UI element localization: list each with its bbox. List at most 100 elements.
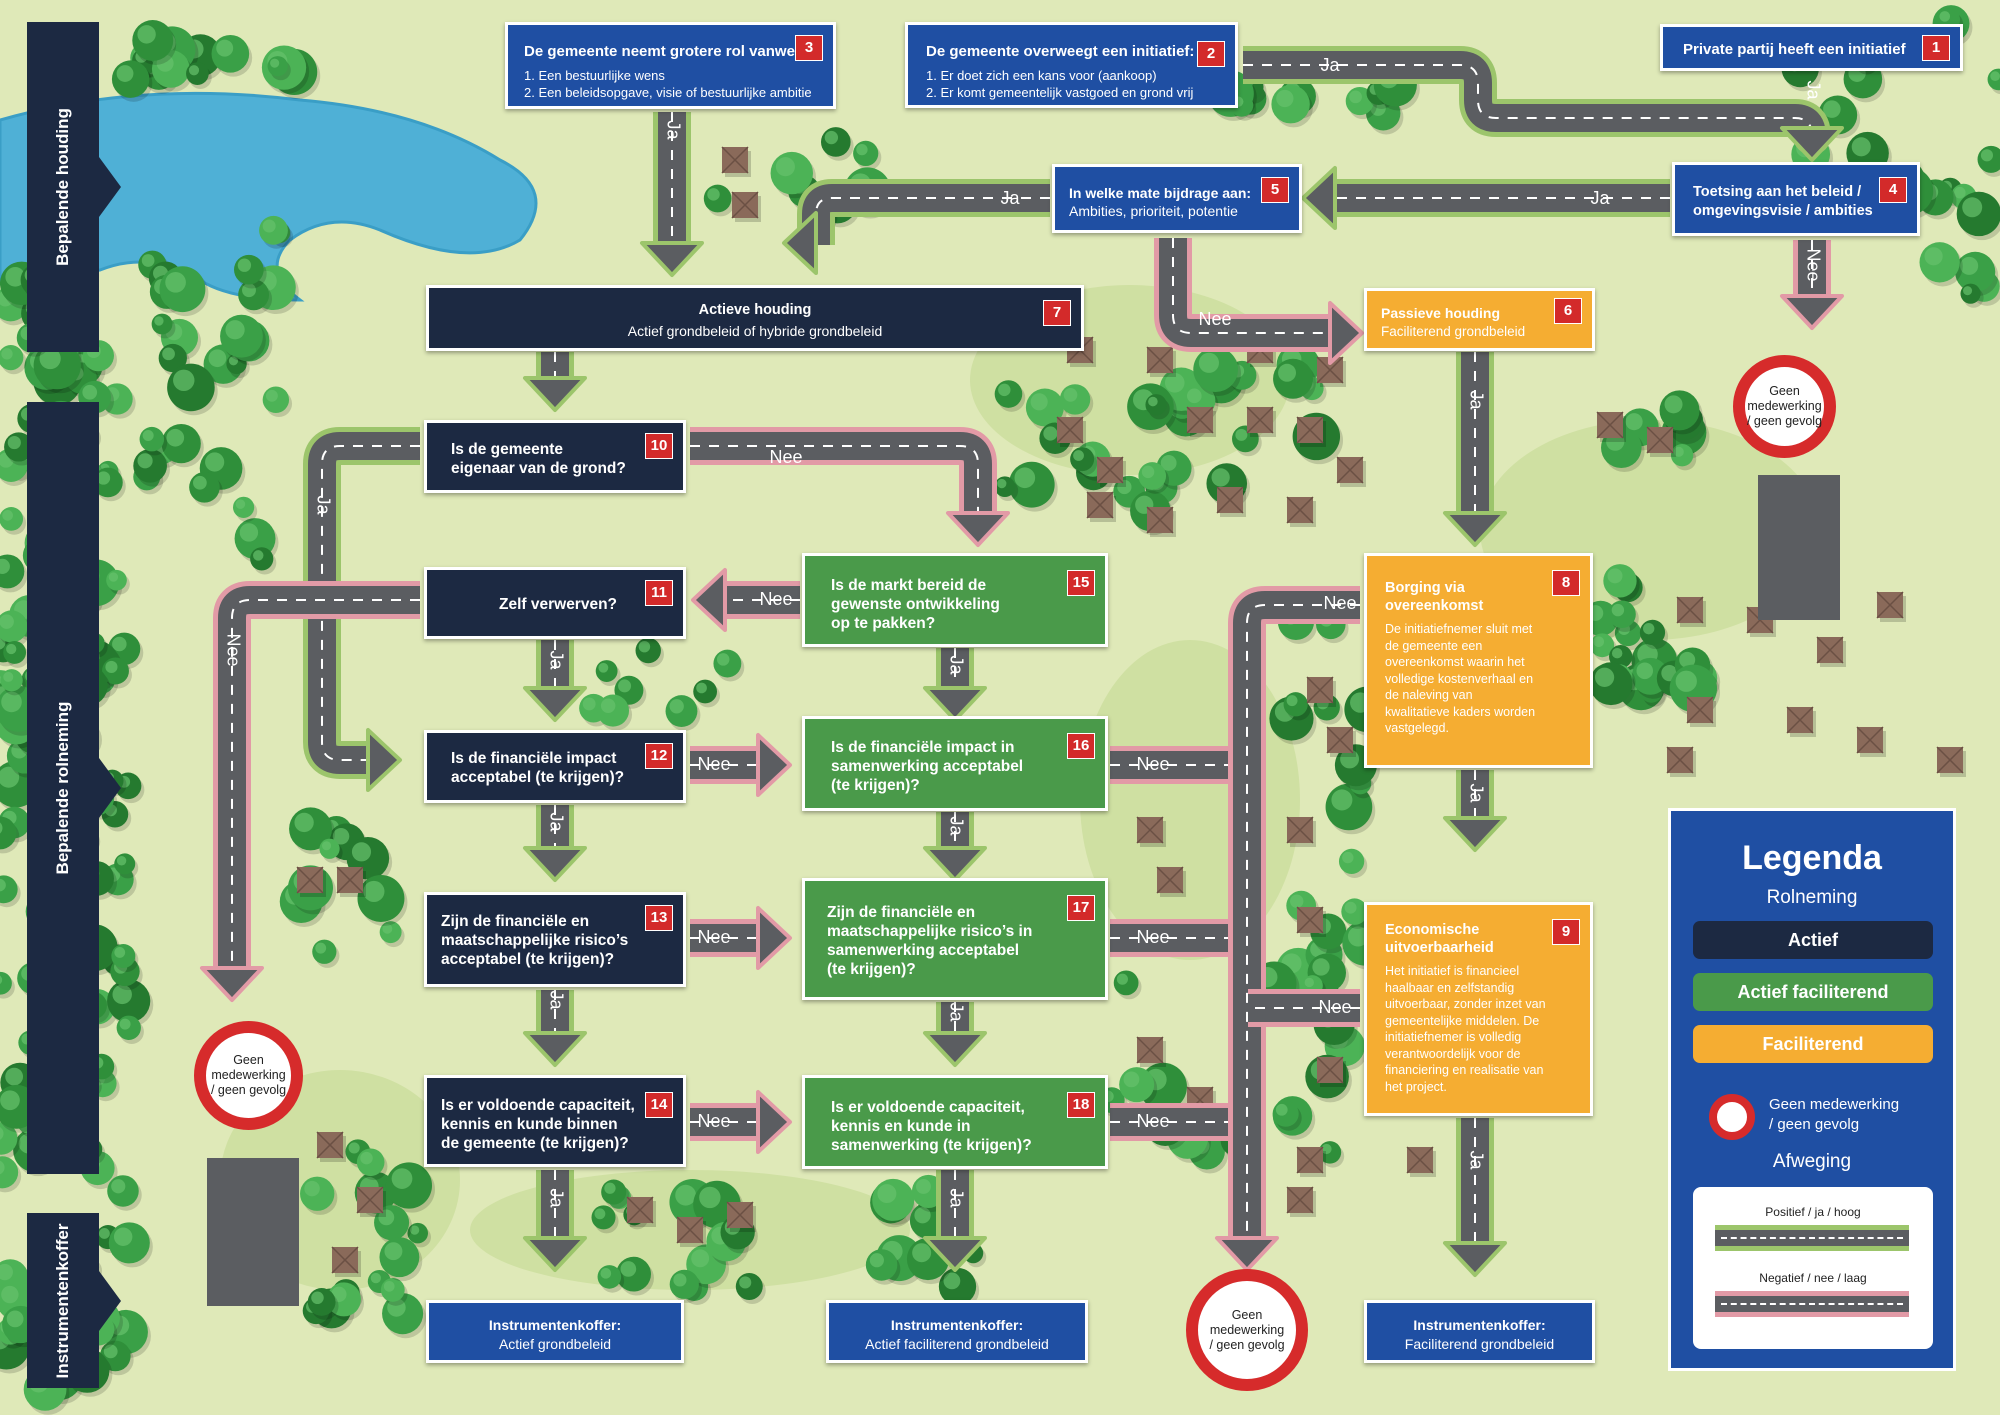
legend-title: Legenda bbox=[1742, 839, 1882, 877]
svg-text:Nee: Nee bbox=[697, 1111, 730, 1131]
toolkit-facilitating: Instrumentenkoffer: Faciliterend grondbe… bbox=[1364, 1300, 1595, 1363]
box-4-title-line-2: omgevingsvisie / ambities bbox=[1693, 203, 1873, 219]
svg-text:Nee: Nee bbox=[1198, 309, 1231, 329]
box-18-number: 18 bbox=[1067, 1092, 1095, 1118]
box-4-policy-test: Toetsing aan het beleid / omgevingsvisie… bbox=[1672, 162, 1920, 236]
toolkit-active-title: Instrumentenkoffer: bbox=[488, 1317, 622, 1333]
svg-text:Nee: Nee bbox=[769, 447, 802, 467]
box-3-number: 3 bbox=[795, 35, 823, 61]
legend-road-key: Positief / ja / hoog Negatief / nee / la… bbox=[1693, 1187, 1933, 1349]
legend-stop-icon bbox=[1709, 1094, 1755, 1140]
svg-text:Nee: Nee bbox=[1136, 927, 1169, 947]
svg-text:Nee: Nee bbox=[223, 633, 243, 666]
legend-subtitle: Rolneming bbox=[1766, 887, 1858, 908]
svg-text:Ja: Ja bbox=[946, 1002, 966, 1022]
legend-positive-road bbox=[1715, 1225, 1909, 1251]
box-9-title-line-2: uitvoerbaarheid bbox=[1385, 940, 1494, 956]
svg-text:Ja: Ja bbox=[1466, 1150, 1486, 1170]
toolkit-active-facilitating: Instrumentenkoffer: Actief faciliterend … bbox=[826, 1300, 1088, 1363]
box-14-capacity: Is er voldoende capaciteit,kennis en kun… bbox=[424, 1075, 686, 1167]
toolkit-active-facilitating-title: Instrumentenkoffer: bbox=[890, 1317, 1024, 1333]
svg-text:Ja: Ja bbox=[946, 655, 966, 675]
box-2-municipality-considers: De gemeente overweegt een initiatief: 1.… bbox=[905, 22, 1238, 108]
box-10-number: 10 bbox=[645, 433, 673, 459]
svg-text:Ja: Ja bbox=[1803, 80, 1823, 100]
legend-negative-label: Negatief / nee / laag bbox=[1759, 1271, 1867, 1285]
box-11-acquire-self: Zelf verwerven? 11 bbox=[424, 567, 686, 639]
svg-text:Ja: Ja bbox=[1590, 188, 1610, 208]
parking-lot-left bbox=[207, 1158, 299, 1306]
box-7-number: 7 bbox=[1043, 300, 1071, 326]
box-12-number: 12 bbox=[645, 743, 673, 769]
legend-role-active-facilitating: Actief faciliterend bbox=[1693, 973, 1933, 1011]
box-3-title: De gemeente neemt grotere rol vanwege: bbox=[524, 43, 818, 60]
svg-text:Ja: Ja bbox=[663, 120, 683, 140]
box-2-number: 2 bbox=[1197, 41, 1225, 67]
box-7-subtitle: Actief grondbeleid of hybride grondbelei… bbox=[627, 323, 883, 339]
svg-text:Nee: Nee bbox=[759, 589, 792, 609]
box-17-number: 17 bbox=[1067, 895, 1095, 921]
box-2-item-2: 2. Er komt gemeentelijk vastgoed en gron… bbox=[926, 85, 1194, 100]
svg-text:Ja: Ja bbox=[946, 1188, 966, 1208]
svg-text:Nee: Nee bbox=[1318, 997, 1351, 1017]
box-6-title: Passieve houding bbox=[1381, 305, 1501, 321]
box-8-number: 8 bbox=[1552, 570, 1580, 596]
toolkit-facilitating-title: Instrumentenkoffer: bbox=[1413, 1317, 1546, 1333]
legend-positive-label: Positief / ja / hoog bbox=[1765, 1205, 1861, 1219]
box-6-passive-attitude: Passieve houding Faciliterend grondbelei… bbox=[1364, 288, 1595, 351]
box-4-title-line-1: Toetsing aan het beleid / bbox=[1693, 184, 1862, 200]
box-2-item-1: 1. Er doet zich een kans voor (aankoop) bbox=[926, 68, 1157, 83]
legend-stop-text: Geen medewerking/ geen gevolg bbox=[1769, 1096, 1900, 1133]
box-8-title-line-2: overeenkomst bbox=[1385, 598, 1484, 614]
box-14-number: 14 bbox=[645, 1092, 673, 1118]
svg-text:Ja: Ja bbox=[546, 650, 566, 670]
lake bbox=[0, 91, 538, 302]
box-9-economic-feasibility: Economische uitvoerbaarheid Het initiati… bbox=[1364, 902, 1593, 1116]
box-6-number: 6 bbox=[1554, 298, 1582, 324]
svg-text:Ja: Ja bbox=[946, 816, 966, 836]
box-6-subtitle: Faciliterend grondbeleid bbox=[1381, 324, 1526, 339]
svg-text:Ja: Ja bbox=[313, 495, 333, 515]
box-18-capacity-collab: Is er voldoende capaciteit,kennis en kun… bbox=[802, 1075, 1108, 1169]
box-15-number: 15 bbox=[1067, 570, 1095, 596]
box-5-title: In welke mate bijdrage aan: bbox=[1069, 185, 1252, 201]
svg-text:Ja: Ja bbox=[1320, 55, 1340, 75]
toolkit-facilitating-subtitle: Faciliterend grondbeleid bbox=[1404, 1336, 1555, 1352]
box-11-number: 11 bbox=[645, 580, 673, 606]
box-8-title-line-1: Borging via bbox=[1385, 580, 1465, 596]
svg-text:Ja: Ja bbox=[546, 990, 566, 1010]
box-7-active-attitude: Actieve houding Actief grondbeleid of hy… bbox=[426, 285, 1084, 351]
toolkit-active: Instrumentenkoffer: Actief grondbeleid bbox=[426, 1300, 684, 1363]
toolkit-active-facilitating-subtitle: Actief faciliterend grondbeleid bbox=[865, 1336, 1049, 1352]
box-3-bigger-role: De gemeente neemt grotere rol vanwege: 1… bbox=[505, 22, 836, 109]
box-3-item-2: 2. Een beleidsopgave, visie of bestuurli… bbox=[524, 85, 812, 100]
svg-text:Nee: Nee bbox=[697, 754, 730, 774]
svg-text:Ja: Ja bbox=[1466, 783, 1486, 803]
box-2-title: De gemeente overweegt een initiatief: bbox=[926, 43, 1195, 60]
box-9-title-line-1: Economische bbox=[1385, 922, 1480, 938]
legend-role-facilitating: Faciliterend bbox=[1693, 1025, 1933, 1063]
svg-text:Nee: Nee bbox=[1136, 1111, 1169, 1131]
box-16-number: 16 bbox=[1067, 733, 1095, 759]
side-label-instrumentenkoffer: Instrumentenkoffer bbox=[27, 1213, 121, 1388]
legend-afweging: Afweging bbox=[1772, 1151, 1852, 1172]
svg-text:Nee: Nee bbox=[1803, 248, 1823, 281]
box-5-number: 5 bbox=[1261, 177, 1289, 203]
box-4-number: 4 bbox=[1879, 177, 1907, 203]
box-5-contribution: In welke mate bijdrage aan: Ambities, pr… bbox=[1052, 164, 1302, 233]
box-1-private-initiative: Private partij heeft een initiatief 1 bbox=[1660, 24, 1963, 71]
svg-text:Nee: Nee bbox=[1323, 593, 1356, 613]
